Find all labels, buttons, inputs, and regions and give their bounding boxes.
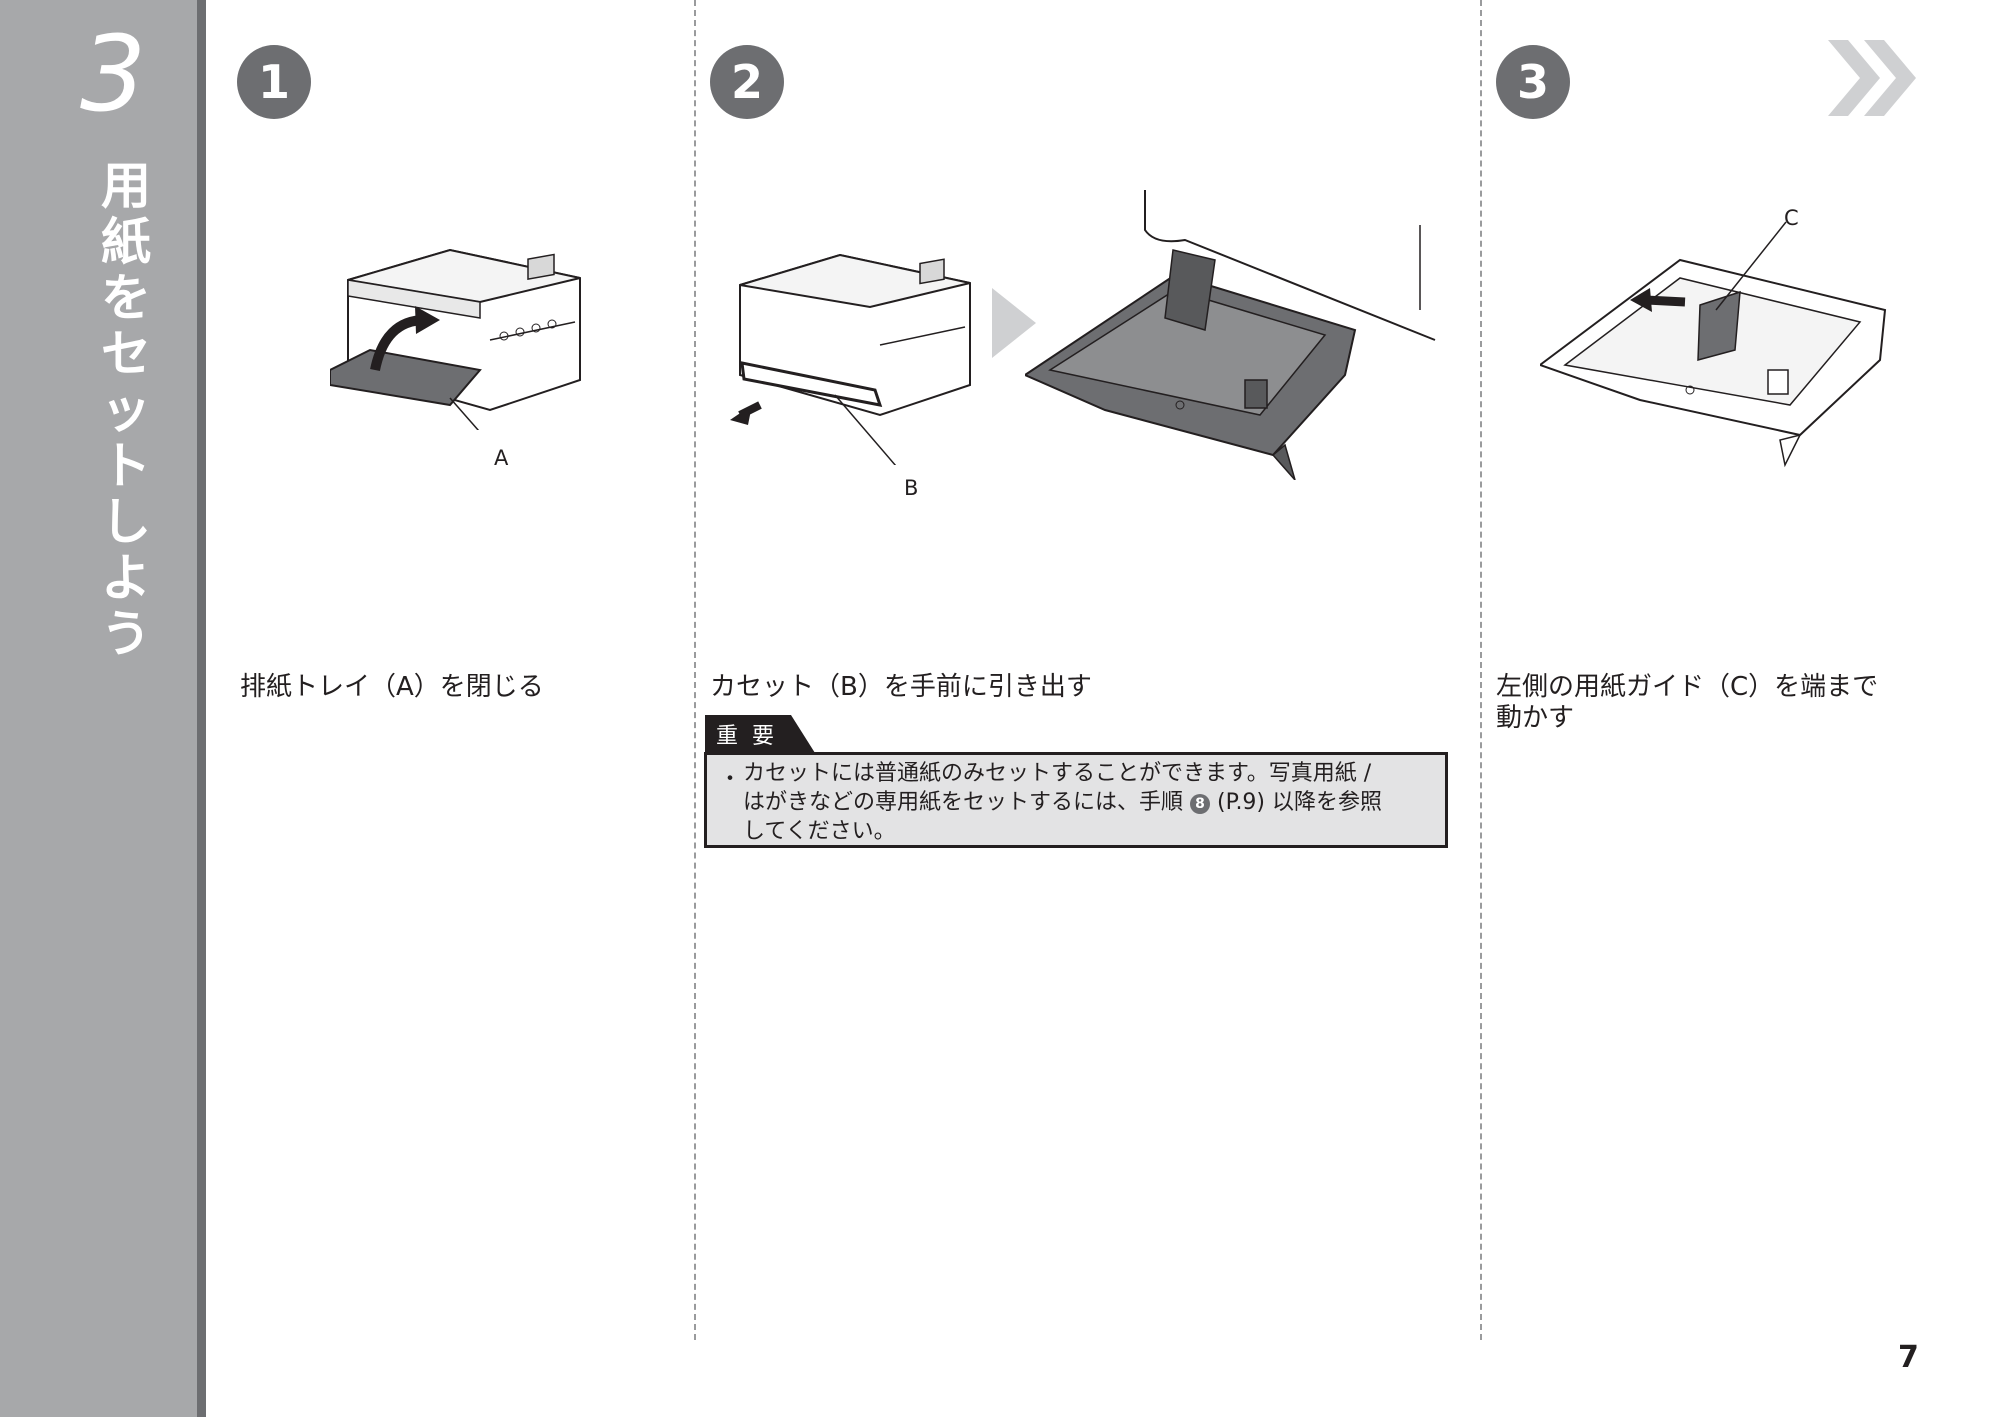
important-line-2: はがきなどの専用紙をセットするには、手順 8 (P.9) 以降を参照: [743, 788, 1382, 817]
chapter-title-char: ッ: [101, 381, 151, 439]
important-note-box: ・ カセットには普通紙のみセットすることができます。写真用紙 / はがきなどの専…: [704, 752, 1448, 848]
chapter-title-char: 紙: [101, 213, 151, 271]
step-badge-1: 1: [237, 45, 311, 119]
important-line-1: カセットには普通紙のみセットすることができます。写真用紙 /: [743, 761, 1372, 786]
printer-pull-cassette-illustration: [730, 253, 971, 465]
column-divider: [1480, 0, 1482, 1340]
cassette-guide-illustration: [1540, 221, 1887, 468]
step-3-text-line: 左側の用紙ガイド（C）を端まで: [1496, 672, 1879, 702]
step-3-text: 左側の用紙ガイド（C）を端まで 動かす: [1496, 672, 1878, 734]
chapter-title-char: 用: [101, 157, 151, 215]
chapter-number: 3: [80, 13, 147, 135]
important-line-3: してください。: [743, 819, 896, 844]
step-badge-3: 3: [1496, 45, 1570, 119]
transition-arrow-icon: [992, 288, 1036, 358]
chapter-title-char: し: [101, 493, 151, 551]
important-bullet: ・: [719, 767, 742, 792]
chapter-sidebar: [0, 0, 197, 1417]
important-line-2-text: (P.9) 以降を参照: [1217, 790, 1383, 815]
chapter-title-char: よ: [101, 549, 151, 607]
step-1-text: 排紙トレイ（A）を閉じる: [240, 672, 544, 702]
chapter-title-char: セ: [101, 325, 151, 383]
important-tab: [705, 715, 815, 753]
page-number: 7: [1898, 1340, 1919, 1375]
callout-a: A: [494, 446, 509, 470]
sidebar-edge: [197, 0, 206, 1417]
step-reference-badge: 8: [1190, 794, 1211, 814]
column-divider: [694, 0, 696, 1340]
step-badge-2: 2: [710, 45, 784, 119]
printer-close-tray-illustration: [330, 248, 581, 430]
chapter-title-char: を: [101, 269, 151, 327]
chapter-title: 用 紙 を セ ッ ト し よ う: [96, 158, 156, 662]
step-3-text-line: 動かす: [1496, 703, 1575, 733]
chapter-title-char: ト: [101, 437, 151, 495]
callout-b: B: [904, 476, 919, 500]
step-2-text: カセット（B）を手前に引き出す: [710, 672, 1092, 702]
chapter-title-char: う: [101, 605, 151, 663]
next-page-arrow-icon: [1828, 40, 1916, 116]
cassette-pulled-illustration: [1025, 190, 1436, 480]
important-label: 重要: [716, 724, 789, 749]
important-line-2-text: はがきなどの専用紙をセットするには、手順: [743, 790, 1184, 815]
callout-c: C: [1784, 206, 1799, 230]
